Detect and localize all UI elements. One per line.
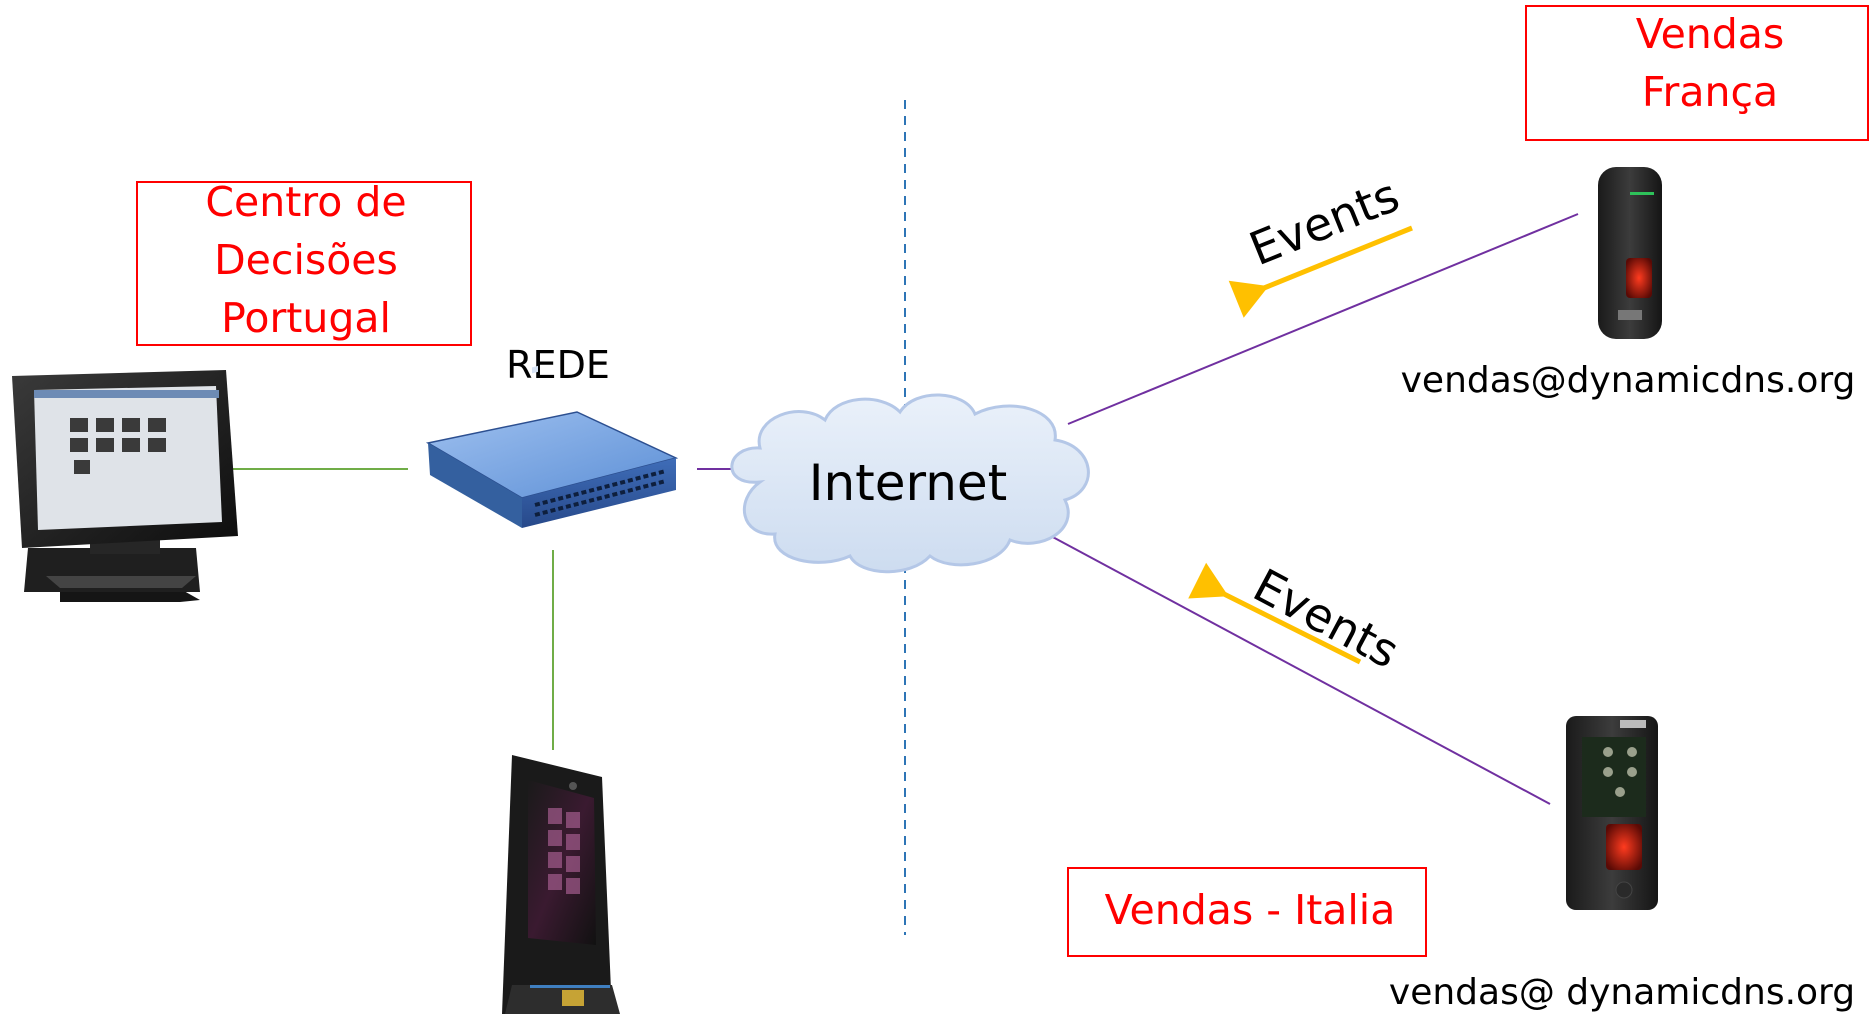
wan-link-italy: [1048, 534, 1551, 805]
network-switch-icon: [425, 365, 679, 528]
hq-label-line3: Portugal: [221, 294, 391, 342]
events-arrow-top: [1228, 225, 1413, 318]
france-label-line1: Vendas: [1636, 10, 1785, 58]
internet-cloud-icon: Internet: [730, 393, 1090, 574]
events-label-top: Events: [1242, 168, 1407, 276]
desktop-monitor-icon: [12, 370, 238, 602]
wan-link-france: [1067, 213, 1579, 425]
events-label-bottom: Events: [1245, 558, 1408, 679]
fingerprint-terminal-icon: [1566, 716, 1658, 910]
tall-kiosk-terminal-icon: [502, 755, 620, 1014]
france-email: vendas@dynamicdns.org: [1401, 360, 1856, 401]
internet-label: Internet: [809, 454, 1008, 512]
italy-email: vendas@ dynamicdns.org: [1389, 972, 1855, 1013]
fingerprint-reader-icon: [1598, 167, 1662, 339]
france-label-line2: França: [1642, 68, 1778, 116]
network-label: REDE: [506, 343, 610, 387]
france-label-box: Vendas França: [1525, 5, 1869, 141]
italy-label-box: Vendas - Italia: [1067, 867, 1427, 957]
italy-label: Vendas - Italia: [1105, 886, 1396, 934]
hq-label-line2: Decisões: [214, 236, 398, 284]
hq-label-box: Centro de Decisões Portugal: [136, 178, 472, 346]
events-arrow-bottom: [1188, 562, 1362, 665]
hq-label-line1: Centro de: [205, 178, 406, 226]
